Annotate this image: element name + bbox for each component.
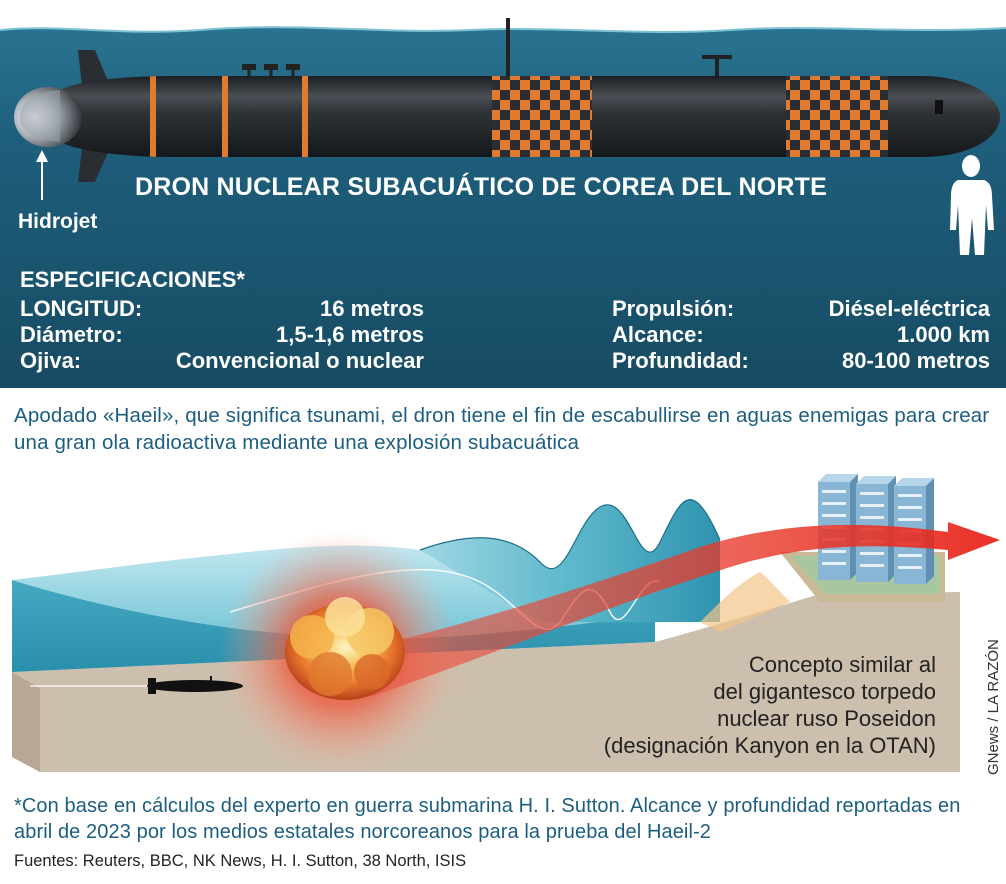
hidrojet-arrow bbox=[36, 150, 48, 200]
bow-sensor bbox=[935, 100, 943, 114]
intro-text: Apodado «Haeil», que significa tsunami, … bbox=[14, 404, 990, 454]
page-title: DRON NUCLEAR SUBACUÁTICO DE COREA DEL NO… bbox=[135, 173, 827, 201]
concept-line: Concepto similar al bbox=[748, 652, 936, 677]
water-line bbox=[0, 26, 1006, 33]
seabed-side bbox=[12, 672, 40, 772]
spec-length: LONGITUD: 16 metros bbox=[20, 296, 424, 324]
sources: Fuentes: Reuters, BBC, NK News, H. I. Su… bbox=[14, 852, 467, 870]
upper-fin bbox=[78, 50, 110, 86]
spec-diameter: Diámetro: 1,5-1,6 metros bbox=[20, 322, 424, 350]
spec-label: Alcance: bbox=[612, 322, 704, 347]
spec-label: Profundidad: bbox=[612, 348, 749, 373]
spec-label: LONGITUD: bbox=[20, 296, 143, 321]
spec-warhead: Ojiva: Convencional o nuclear bbox=[20, 348, 424, 376]
panel-background bbox=[0, 0, 1006, 388]
spec-value: Diésel-eléctrica bbox=[828, 296, 990, 321]
spec-value: Convencional o nuclear bbox=[175, 348, 424, 373]
drone-illustration bbox=[0, 0, 1006, 388]
spec-label: Propulsión: bbox=[612, 296, 735, 321]
hull-markings bbox=[150, 76, 888, 157]
explosion-fireball bbox=[285, 597, 405, 700]
spec-value: 1.000 km bbox=[897, 322, 990, 347]
lower-fin bbox=[78, 148, 110, 182]
antenna-top bbox=[702, 55, 732, 59]
concept-caption: Concepto similar al del gigantesco torpe… bbox=[476, 651, 936, 759]
spec-value: 1,5-1,6 metros bbox=[276, 322, 424, 347]
impact-arrow bbox=[350, 522, 1000, 697]
spec-value: 80-100 metros bbox=[842, 348, 990, 373]
spec-range: Alcance: 1.000 km bbox=[612, 322, 990, 350]
spec-depth: Profundidad: 80-100 metros bbox=[612, 348, 990, 376]
human-scale-icon bbox=[950, 155, 994, 255]
top-panel: DRON NUCLEAR SUBACUÁTICO DE COREA DEL NO… bbox=[0, 0, 1006, 388]
spec-label: Diámetro: bbox=[20, 322, 123, 347]
drone-silhouette bbox=[30, 676, 243, 694]
wave-outline bbox=[419, 499, 721, 570]
image-credit: GNews / LA RAZÓN bbox=[985, 639, 1002, 775]
spec-label: Ojiva: bbox=[20, 348, 82, 373]
concept-line: nuclear ruso Poseidon bbox=[717, 706, 936, 731]
tsunami-scene bbox=[0, 462, 1006, 792]
shoreline bbox=[700, 572, 790, 632]
water-surface bbox=[0, 0, 1006, 32]
footnote: *Con base en cálculos del experto en gue… bbox=[14, 795, 961, 843]
tsunami-illustration bbox=[12, 474, 1000, 772]
concept-line: (designación Kanyon en la OTAN) bbox=[603, 733, 936, 758]
spec-value: 16 metros bbox=[320, 296, 424, 321]
concept-line: del gigantesco torpedo bbox=[713, 679, 936, 704]
hidrojet-label: Hidrojet bbox=[18, 210, 98, 233]
specs-heading: ESPECIFICACIONES* bbox=[20, 267, 245, 292]
spec-propulsion: Propulsión: Diésel-eléctrica bbox=[612, 296, 990, 324]
